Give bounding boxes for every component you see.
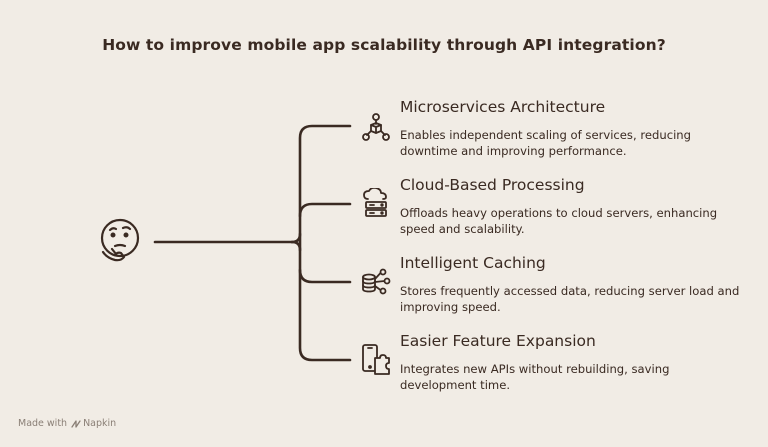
database-cache-icon [362, 268, 391, 295]
item-title-cloud-processing: Cloud-Based Processing [400, 176, 585, 194]
item-desc-caching: Stores frequently accessed data, reducin… [400, 284, 740, 314]
footer: Made with Napkin [18, 418, 116, 429]
napkin-logo-icon [71, 419, 81, 428]
diagram-title: How to improve mobile app scalability th… [102, 36, 666, 54]
item-title-microservices: Microservices Architecture [400, 98, 606, 116]
napkin-brand[interactable]: Napkin [71, 418, 116, 429]
item-desc-microservices: Enables independent scaling of services,… [400, 128, 691, 158]
thinking-face-icon [100, 218, 140, 262]
napkin-brand-label: Napkin [83, 418, 117, 429]
item-desc-cloud-processing: Offloads heavy operations to cloud serve… [400, 206, 718, 236]
network-nodes-icon [362, 113, 390, 141]
cloud-server-icon [363, 188, 387, 217]
mobile-puzzle-icon [362, 344, 390, 375]
item-title-feature-expansion: Easier Feature Expansion [400, 332, 596, 350]
item-desc-feature-expansion: Integrates new APIs without rebuilding, … [400, 362, 670, 392]
made-with-label: Made with [18, 418, 68, 429]
item-title-caching: Intelligent Caching [400, 254, 546, 272]
